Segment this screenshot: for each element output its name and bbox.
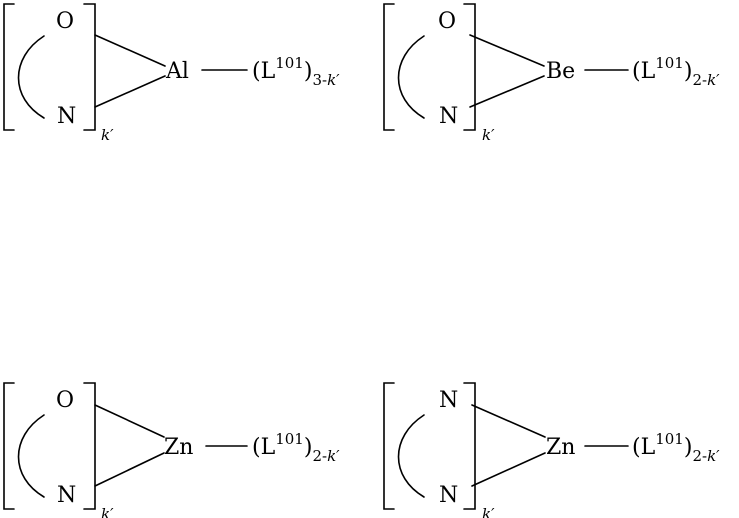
ligand-close: )	[304, 59, 313, 84]
chelate-arc	[399, 36, 425, 118]
bottom-donor-atom: N	[57, 483, 76, 508]
right-square-bracket	[84, 4, 95, 130]
ligand-subscript-number: 2-	[312, 447, 327, 465]
bracket-subscript: k′	[482, 505, 495, 518]
bond-bottom-to-metal	[95, 453, 164, 486]
chelate-arc	[19, 415, 45, 497]
ligand-open: (L	[252, 59, 276, 84]
structure-be-complex: O N k′ Be (L101)2-k′	[384, 4, 720, 144]
bottom-donor-atom: N	[439, 483, 458, 508]
ligand-subscript-k: k′	[707, 447, 720, 465]
chelate-arc	[19, 36, 45, 118]
bond-bottom-to-metal	[95, 76, 165, 107]
ligand-subscript-k: k′	[327, 71, 340, 89]
ligand-subscript-number: 2-	[692, 447, 707, 465]
bond-bottom-to-metal	[470, 76, 544, 107]
bond-top-to-metal	[472, 405, 545, 437]
bracket-subscript: k′	[482, 126, 495, 144]
metal-atom: Zn	[546, 435, 575, 460]
ligand-close: )	[684, 435, 693, 460]
bond-top-to-metal	[95, 405, 164, 437]
structure-zn-nn-complex: N N k′ Zn (L101)2-k′	[384, 383, 720, 518]
ligand-subscript-number: 2-	[692, 71, 707, 89]
ancillary-ligand-label: (L101)2-k′	[632, 430, 720, 465]
top-donor-atom: N	[439, 388, 458, 413]
chelate-arc	[399, 415, 425, 497]
ligand-superscript: 101	[275, 430, 304, 448]
left-square-bracket	[4, 383, 14, 509]
bottom-donor-atom: N	[439, 104, 458, 129]
top-donor-atom: O	[56, 388, 74, 413]
structure-al-complex: O N k′ Al (L101)3-k′	[4, 4, 340, 144]
ligand-open: (L	[632, 435, 656, 460]
right-square-bracket	[84, 383, 95, 509]
ligand-subscript-k: k′	[707, 71, 720, 89]
ligand-superscript: 101	[655, 54, 684, 72]
bracket-subscript: k′	[101, 505, 114, 518]
ancillary-ligand-label: (L101)3-k′	[252, 54, 340, 89]
ligand-open: (L	[252, 435, 276, 460]
ancillary-ligand-label: (L101)2-k′	[632, 54, 720, 89]
ligand-open: (L	[632, 59, 656, 84]
ancillary-ligand-label: (L101)2-k′	[252, 430, 340, 465]
left-square-bracket	[4, 4, 14, 130]
bond-top-to-metal	[95, 35, 165, 66]
structure-zn-on-complex: O N k′ Zn (L101)2-k′	[4, 383, 340, 518]
bond-top-to-metal	[470, 35, 544, 66]
ligand-close: )	[684, 59, 693, 84]
left-square-bracket	[384, 4, 394, 130]
top-donor-atom: O	[56, 9, 74, 34]
bottom-donor-atom: N	[57, 104, 76, 129]
left-square-bracket	[384, 383, 394, 509]
right-square-bracket	[464, 383, 475, 509]
metal-atom: Al	[165, 59, 189, 84]
top-donor-atom: O	[438, 9, 456, 34]
bond-bottom-to-metal	[472, 453, 545, 486]
right-square-bracket	[464, 4, 475, 130]
metal-atom: Be	[546, 59, 575, 84]
ligand-subscript-number: 3-	[312, 71, 327, 89]
ligand-close: )	[304, 435, 313, 460]
ligand-superscript: 101	[655, 430, 684, 448]
bracket-subscript: k′	[101, 126, 114, 144]
ligand-superscript: 101	[275, 54, 304, 72]
metal-atom: Zn	[164, 435, 193, 460]
ligand-subscript-k: k′	[327, 447, 340, 465]
